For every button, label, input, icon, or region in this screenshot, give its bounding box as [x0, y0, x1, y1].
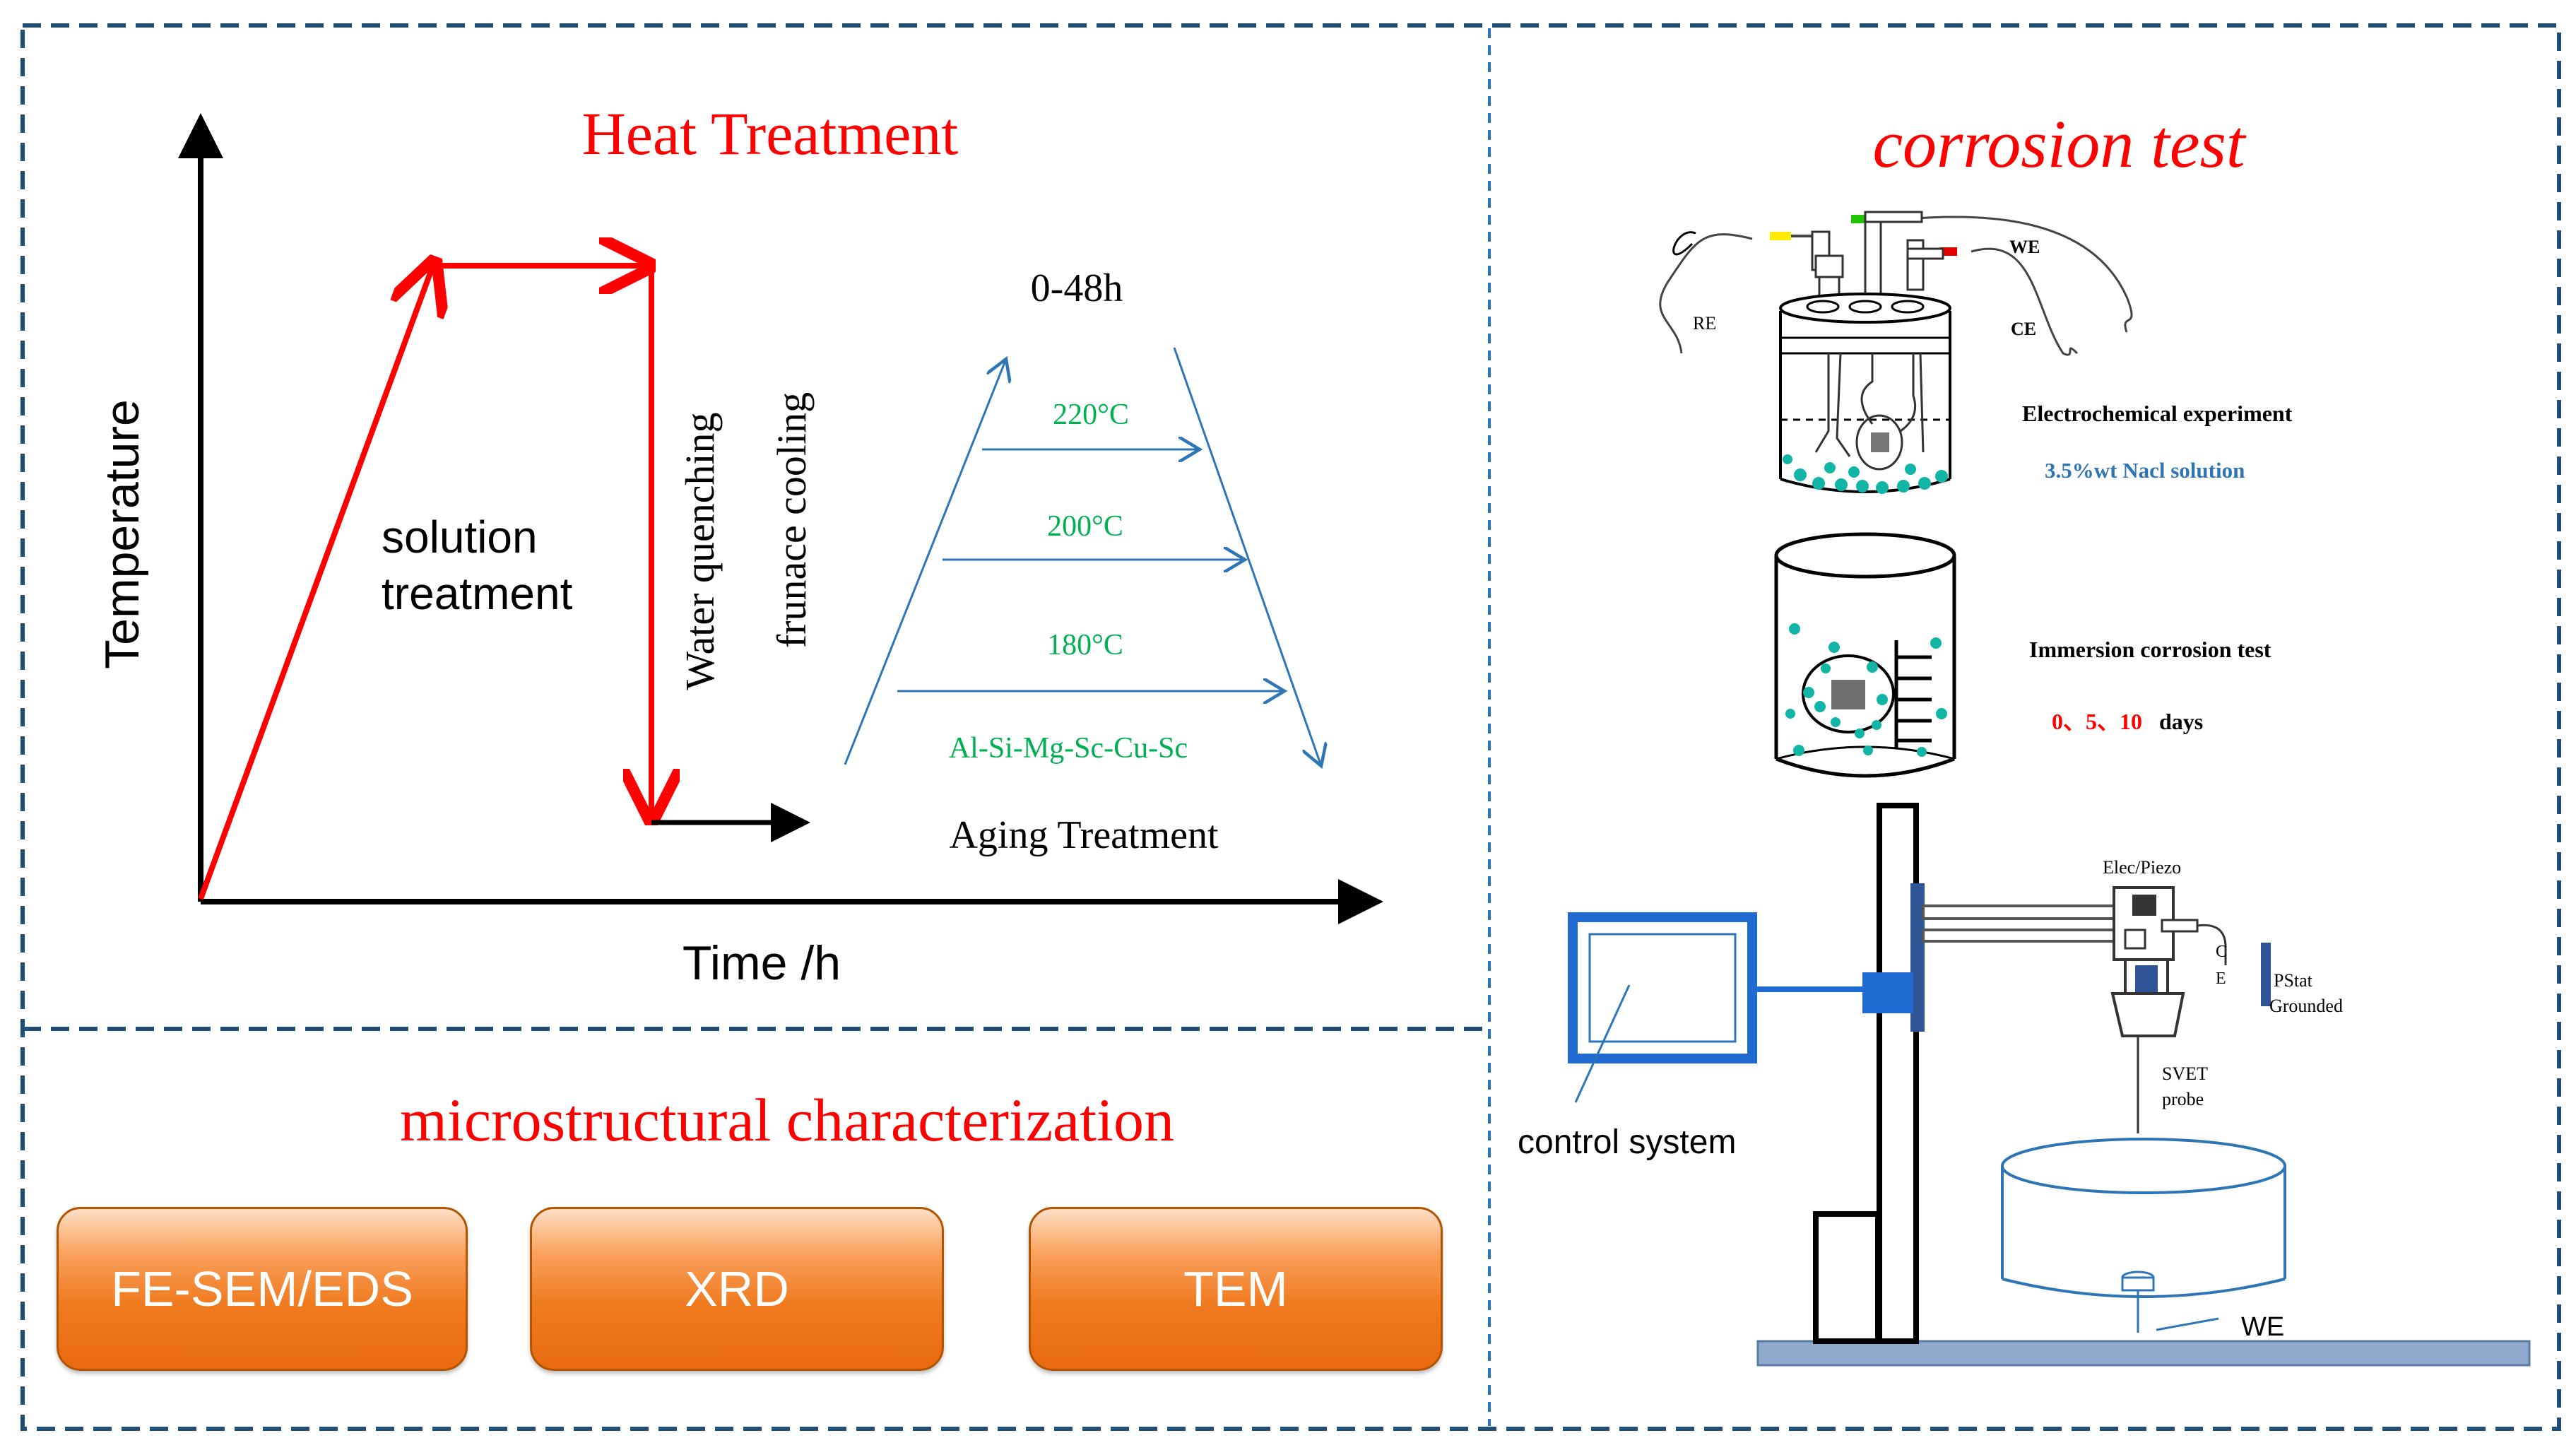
heating-ramp: [198, 267, 432, 900]
immersion-corrosion-label: Immersion corrosion test: [2029, 637, 2271, 662]
temp-180-label: 180°C: [1047, 629, 1123, 661]
temp-220-label: 220°C: [1053, 399, 1129, 431]
temp-200-label: 200°C: [1047, 510, 1123, 543]
solution-label-line1: solution: [382, 512, 538, 562]
control-system-label: control system: [1518, 1124, 1736, 1161]
vertical-column: [1877, 803, 1919, 1344]
pstat-bar: [2261, 943, 2271, 1006]
aging-time-label: 0-48h: [1031, 266, 1123, 310]
column-foot: [1813, 1211, 1881, 1344]
aging-left-arrow: [844, 359, 1006, 765]
outer-frame: [20, 23, 2561, 1431]
we-label-top: WE: [2009, 237, 2040, 257]
electrochemical-cell-illustration: [1659, 211, 2133, 494]
corrosion-title: corrosion test: [1872, 106, 2246, 182]
tem-button[interactable]: TEM: [1029, 1207, 1443, 1371]
svet-label: SVET: [2162, 1063, 2208, 1084]
immersion-days-unit: days: [2159, 709, 2203, 734]
water-quenching-label: Water quenching: [677, 412, 723, 690]
horizontal-arm-top: [1922, 904, 2120, 920]
immersion-days-values: 0、5、10: [2052, 709, 2142, 734]
ce-label: CE: [2011, 319, 2036, 339]
microstructure-title: microstructural characterization: [400, 1086, 1174, 1154]
aging-treatment-label: Aging Treatment: [949, 813, 1219, 857]
grounded-label: Grounded: [2269, 996, 2343, 1016]
xrd-button[interactable]: XRD: [530, 1207, 944, 1371]
re-cable: [1659, 233, 1753, 354]
c-label: C: [2216, 943, 2227, 961]
electrochemical-experiment-label: Electrochemical experiment: [2022, 401, 2293, 426]
we-label-bottom: WE: [2241, 1312, 2284, 1342]
immersion-cell-illustration: [1774, 532, 1956, 778]
probe-label: probe: [2162, 1089, 2204, 1109]
fe-sem-eds-button[interactable]: FE-SEM/EDS: [57, 1207, 468, 1371]
e-label: E: [2216, 969, 2226, 988]
x-axis-label: Time /h: [683, 936, 841, 990]
nacl-solution-label: 3.5%wt Nacl solution: [2045, 458, 2245, 483]
furnace-cooling-label: frunace cooling: [769, 392, 815, 648]
heat-treatment-title: Heat Treatment: [582, 100, 959, 167]
ce-cable: [1971, 247, 2079, 356]
control-system-pointer: [1574, 984, 1631, 1103]
heat-treatment-chart: Heat Treatment Temperature Time /h solut…: [95, 100, 1383, 990]
svet-rig-illustration: [1568, 803, 2531, 1367]
monitor-inner: [1588, 933, 1737, 1043]
alloy-label: Al-Si-Mg-Sc-Cu-Sc: [949, 732, 1188, 765]
we-cable: [1907, 216, 2133, 333]
column-clamp: [1910, 883, 1925, 1032]
solution-label-line2: treatment: [382, 568, 573, 619]
monitor-connector: [1862, 972, 1913, 1013]
elec-piezo-label: Elec/Piezo: [2103, 857, 2181, 878]
re-label: RE: [1693, 313, 1716, 334]
horizontal-arm-bottom: [1922, 929, 2120, 943]
pstat-label: PStat: [2274, 970, 2313, 991]
base-plate: [1756, 1340, 2531, 1367]
aging-right-arrow: [1173, 347, 1321, 766]
y-axis-label: Temperature: [95, 399, 149, 669]
